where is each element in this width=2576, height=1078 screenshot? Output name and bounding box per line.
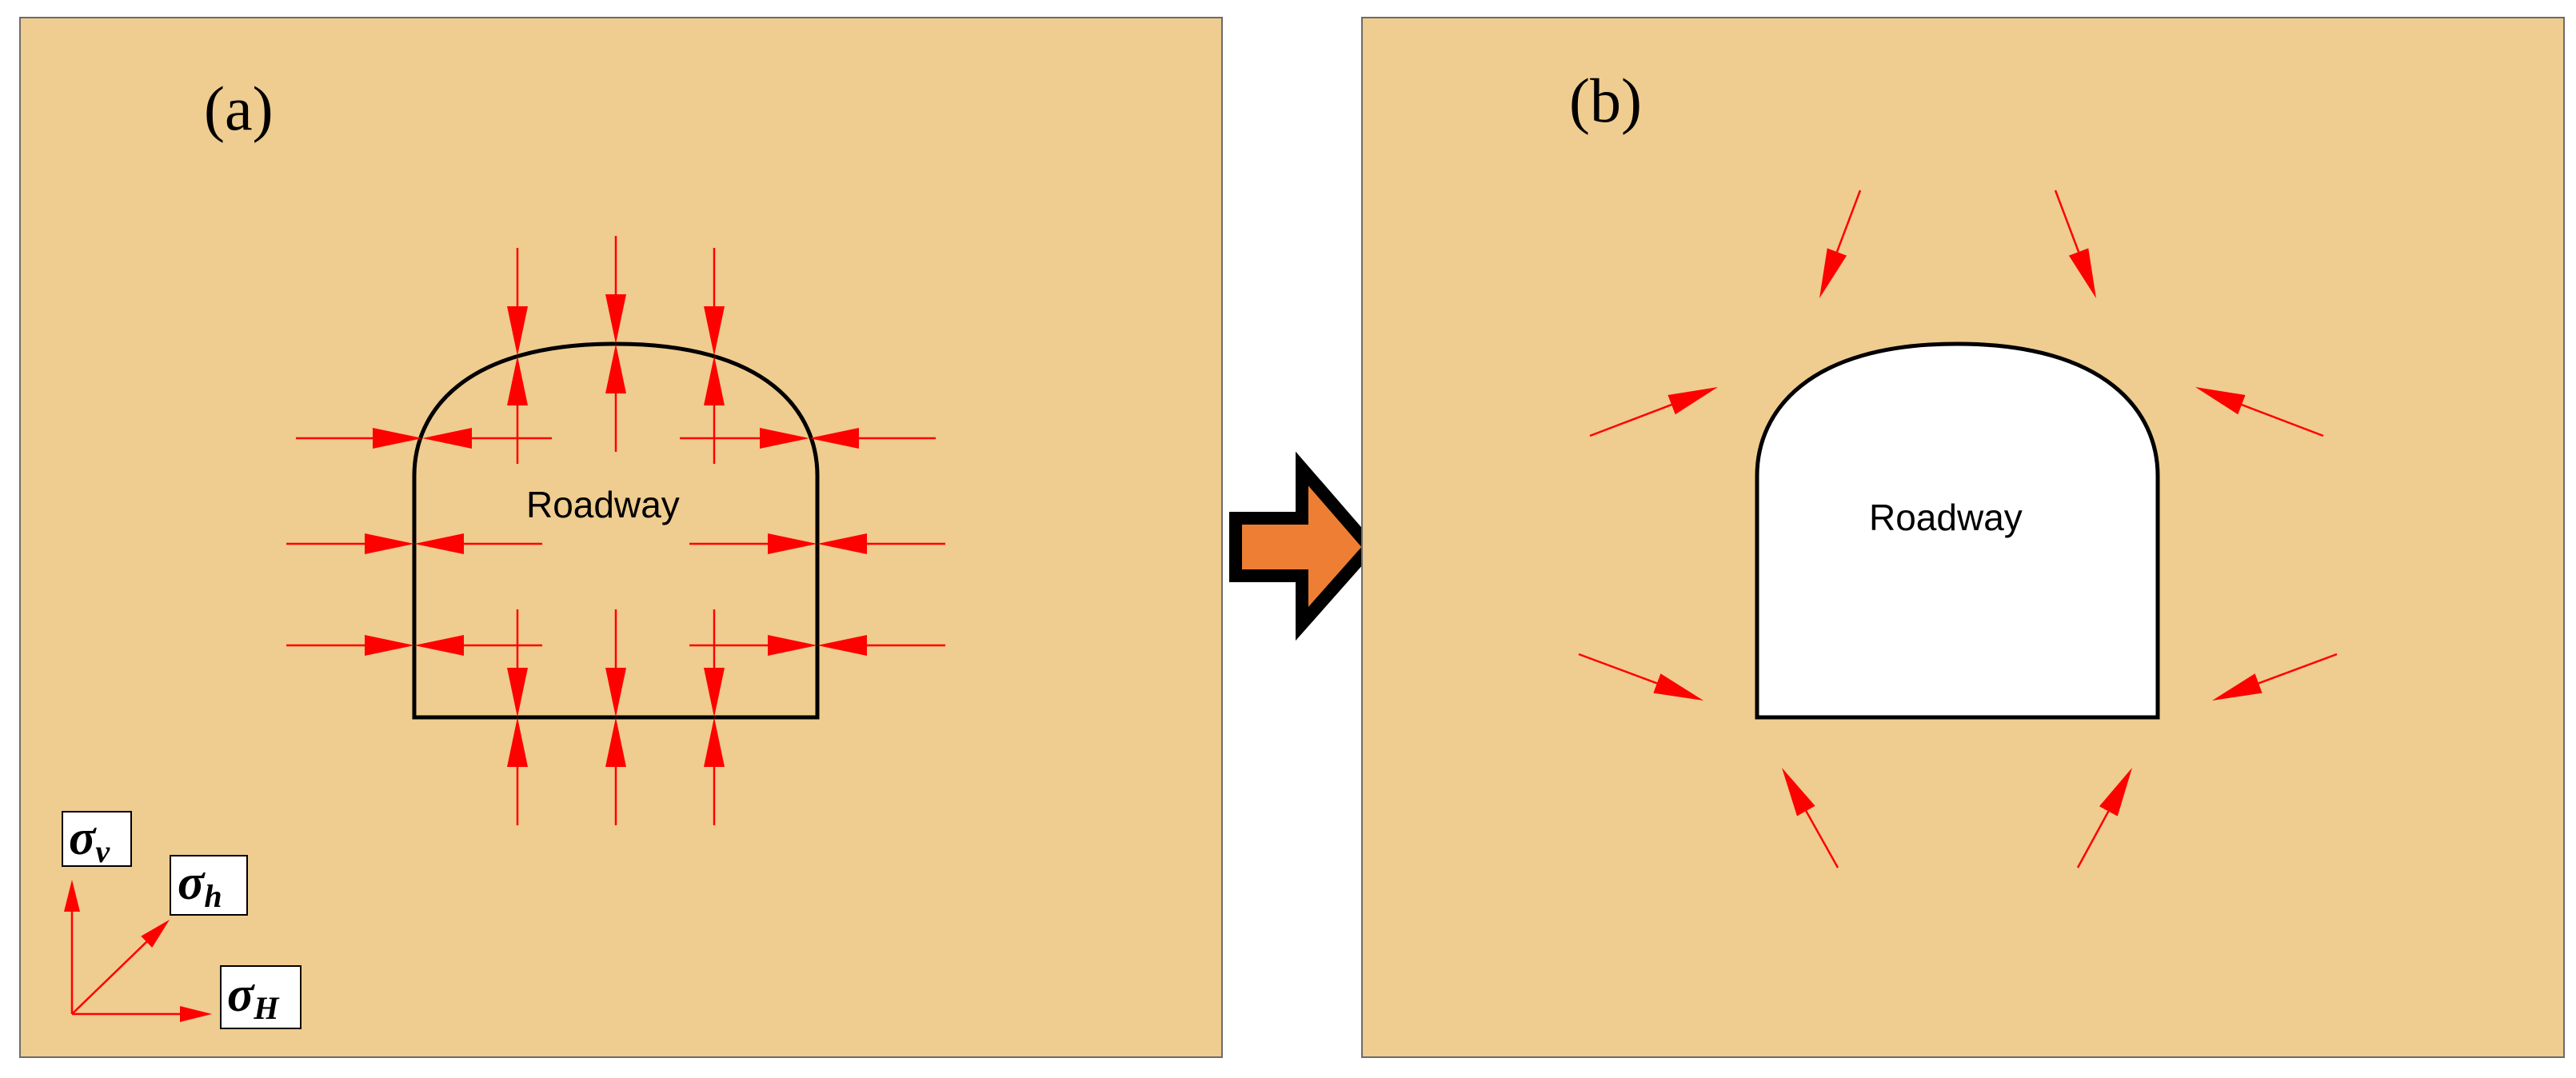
svg-text:σh: σh <box>178 856 222 914</box>
stress-arrow-oblique <box>2195 387 2324 437</box>
stress-arrow-top-inner <box>507 356 528 464</box>
sigma-H-subscript: H <box>253 990 280 1026</box>
stress-arrow-right-inner <box>689 635 817 656</box>
stress-arrow-bottom-inner <box>605 609 626 717</box>
sigma-v-box <box>62 811 132 867</box>
stress-arrow-bottom-outer <box>704 717 725 825</box>
svg-text:σv: σv <box>69 811 110 869</box>
stress-arrow-oblique <box>1578 653 1703 701</box>
axes-legend: σv σh σH <box>62 811 302 1029</box>
sigma-H-symbol: σ <box>227 968 255 1022</box>
stress-arrow-bottom-inner <box>507 609 528 717</box>
stress-arrow-left-inner <box>414 635 542 656</box>
sigma-v-subscript: v <box>95 833 110 869</box>
svg-text:σH: σH <box>227 968 280 1026</box>
stress-arrow-oblique <box>1782 768 1839 868</box>
stress-arrow-right-outer <box>817 635 945 656</box>
stress-arrow-bottom-outer <box>507 717 528 825</box>
roadway-label-b: Roadway <box>1869 497 2023 538</box>
sigma-H-label: σH <box>220 965 302 1029</box>
stress-arrow-left-inner <box>414 533 542 554</box>
panel-a: (a) Roadway σv σh σH <box>19 17 1223 1058</box>
panel-b: (b) Roadway <box>1361 17 2565 1058</box>
sigma-v-label: σv <box>62 811 132 869</box>
stress-arrow-oblique <box>2212 653 2338 701</box>
stress-arrow-oblique <box>1589 387 1718 437</box>
sigma-h-label: σh <box>170 855 248 916</box>
roadway-outline-a <box>412 341 820 720</box>
stress-arrows-b <box>1578 190 2338 868</box>
axis-arrow-diagonal <box>71 920 170 1015</box>
roadway-label-a: Roadway <box>526 484 680 525</box>
sigma-h-subscript: h <box>204 878 222 914</box>
stress-arrow-right-outer <box>817 533 945 554</box>
panel-a-label: (a) <box>204 74 274 143</box>
sigma-h-symbol: σ <box>178 856 206 910</box>
axis-arrow-horizontal <box>72 1006 212 1022</box>
sigma-H-box <box>220 965 302 1029</box>
sigma-h-box <box>170 855 248 916</box>
stress-arrow-right-inner <box>680 428 809 449</box>
right-arrow-icon <box>1229 451 1379 641</box>
stress-arrow-top-outer <box>605 236 626 344</box>
axes-arrows <box>64 880 212 1022</box>
stress-arrow-oblique <box>1819 190 1862 298</box>
stress-arrow-left-outer <box>286 635 414 656</box>
stress-arrow-bottom-outer <box>605 717 626 825</box>
stress-arrow-top-inner <box>704 356 725 464</box>
stress-arrow-right-outer <box>809 428 936 449</box>
stress-arrow-right-inner <box>689 533 817 554</box>
stress-arrow-left-outer <box>286 533 414 554</box>
stress-arrow-oblique <box>2054 190 2096 298</box>
stress-arrow-top-inner <box>605 344 626 452</box>
roadway-outline-b <box>1755 341 2160 720</box>
stress-arrow-left-outer <box>296 428 422 449</box>
panel-b-label: (b) <box>1569 66 1642 135</box>
stress-arrow-bottom-inner <box>704 609 725 717</box>
stress-arrow-top-outer <box>507 248 528 356</box>
stress-arrow-left-inner <box>422 428 552 449</box>
stress-arrow-top-outer <box>704 248 725 356</box>
stress-arrow-oblique <box>2076 768 2132 868</box>
sigma-v-symbol: σ <box>69 811 97 865</box>
stress-arrows-a <box>286 236 945 825</box>
axis-arrow-vertical <box>64 880 80 1014</box>
